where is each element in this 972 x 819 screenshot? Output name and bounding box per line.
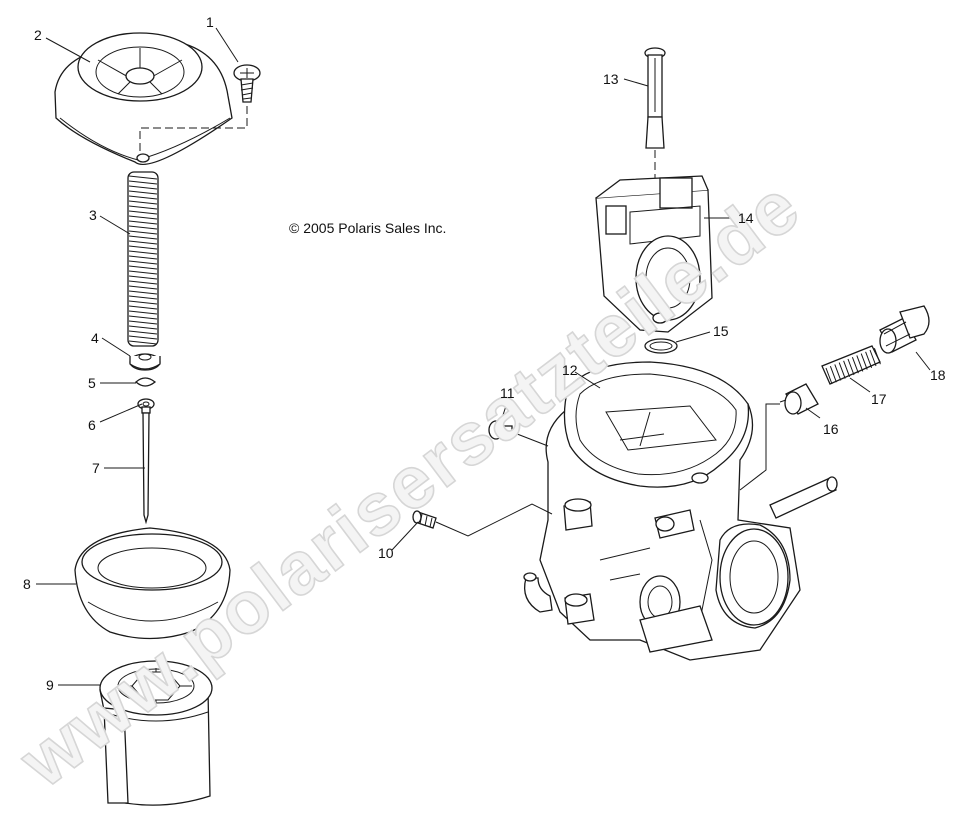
part-15-o-ring bbox=[644, 338, 678, 354]
copyright-notice: © 2005 Polaris Sales Inc. bbox=[289, 220, 446, 236]
part-9-throttle-slide bbox=[99, 660, 213, 806]
part-18-plunger-nut bbox=[879, 305, 930, 354]
callout-17: 17 bbox=[871, 391, 887, 407]
callout-11: 11 bbox=[500, 385, 515, 401]
callout-10: 10 bbox=[378, 545, 394, 561]
part-14-throttle-housing bbox=[595, 175, 713, 333]
callout-6: 6 bbox=[88, 417, 96, 433]
callout-2: 2 bbox=[34, 27, 42, 43]
part-13-throttle-shaft-pin bbox=[644, 47, 666, 149]
part-7-jet-needle bbox=[142, 412, 150, 525]
callout-18: 18 bbox=[930, 367, 946, 383]
callout-8: 8 bbox=[23, 576, 31, 592]
part-12-carburetor-body bbox=[523, 361, 838, 661]
callout-1: 1 bbox=[206, 14, 214, 30]
callout-7: 7 bbox=[92, 460, 100, 476]
part-8-slide-diaphragm bbox=[74, 527, 231, 640]
part-2-carburetor-top-cover bbox=[54, 32, 233, 166]
callout-3: 3 bbox=[89, 207, 97, 223]
part-3-slide-spring bbox=[127, 171, 159, 347]
callout-4: 4 bbox=[91, 330, 99, 346]
part-11-idle-screw bbox=[488, 420, 513, 440]
part-16-starter-plunger bbox=[779, 383, 819, 415]
callout-14: 14 bbox=[738, 210, 754, 226]
part-10-pilot-jet bbox=[412, 510, 437, 529]
callout-leaders bbox=[36, 27, 931, 686]
callout-12: 12 bbox=[562, 362, 578, 378]
part-1-cover-screw bbox=[233, 64, 261, 103]
callout-labels: 1 2 3 4 5 6 7 8 9 10 11 12 13 14 15 16 1… bbox=[23, 14, 946, 693]
part-5-e-clip bbox=[135, 377, 157, 387]
part-17-plunger-spring bbox=[821, 345, 881, 385]
callout-16: 16 bbox=[823, 421, 839, 437]
callout-13: 13 bbox=[603, 71, 619, 87]
part-6-needle-washer bbox=[137, 398, 155, 414]
part-4-spring-seat bbox=[129, 353, 161, 371]
callout-5: 5 bbox=[88, 375, 96, 391]
callout-9: 9 bbox=[46, 677, 54, 693]
callout-15: 15 bbox=[713, 323, 729, 339]
